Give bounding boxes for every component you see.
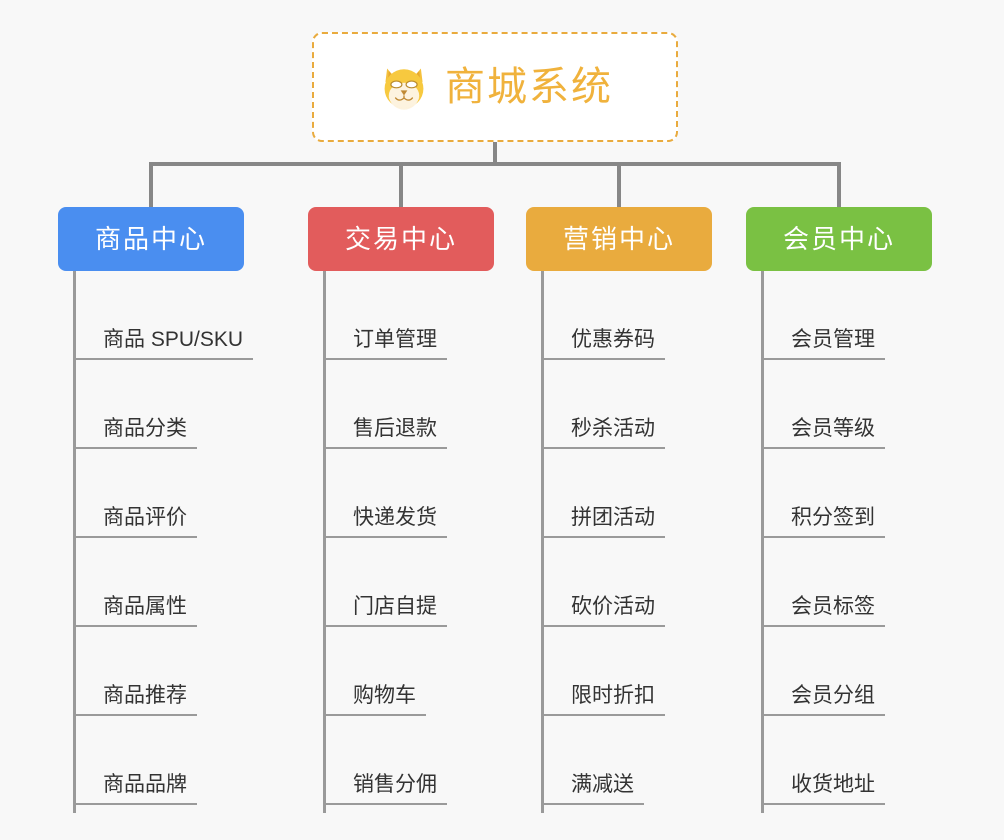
leaf-spine-1 <box>73 271 76 813</box>
category-node-2[interactable]: 交易中心 <box>308 207 494 271</box>
category-label-2: 交易中心 <box>344 224 457 254</box>
leaf-item[interactable]: 商品属性 <box>73 538 323 627</box>
leaf-item[interactable]: 会员标签 <box>761 538 1004 627</box>
leaf-label: 收货地址 <box>785 772 885 805</box>
leaf-item[interactable]: 商品评价 <box>73 449 323 538</box>
leaf-label: 购物车 <box>347 683 426 716</box>
leaf-label: 优惠券码 <box>565 327 665 360</box>
leaf-label: 商品推荐 <box>97 683 197 716</box>
leaf-column-4: 会员管理 会员等级 积分签到 会员标签 会员分组 收货地址 <box>761 271 1004 813</box>
leaf-label: 拼团活动 <box>565 505 665 538</box>
leaf-item[interactable]: 满减送 <box>541 716 791 805</box>
leaf-spine-2 <box>323 271 326 813</box>
leaf-label: 砍价活动 <box>565 594 665 627</box>
leaf-label: 会员分组 <box>785 683 885 716</box>
leaf-item[interactable]: 秒杀活动 <box>541 360 791 449</box>
category-label-4: 会员中心 <box>782 224 895 254</box>
leaf-item[interactable]: 商品分类 <box>73 360 323 449</box>
leaf-label: 商品属性 <box>97 594 197 627</box>
leaf-label: 商品 SPU/SKU <box>97 327 254 360</box>
leaf-label: 会员标签 <box>785 594 885 627</box>
leaf-label: 快递发货 <box>347 505 447 538</box>
leaf-item[interactable]: 销售分佣 <box>323 716 573 805</box>
leaf-label: 会员管理 <box>785 327 885 360</box>
leaf-item[interactable]: 售后退款 <box>323 360 573 449</box>
leaf-spine-4 <box>761 271 764 813</box>
leaf-column-3: 优惠券码 秒杀活动 拼团活动 砍价活动 限时折扣 满减送 <box>541 271 791 813</box>
leaf-label: 商品品牌 <box>97 772 197 805</box>
leaf-label: 订单管理 <box>347 327 447 360</box>
leaf-label: 门店自提 <box>347 594 447 627</box>
leaf-item[interactable]: 积分签到 <box>761 449 1004 538</box>
connector-root-stem <box>493 142 497 166</box>
connector-drop-1 <box>149 162 153 207</box>
leaf-spine-3 <box>541 271 544 813</box>
leaf-item[interactable]: 会员管理 <box>761 271 1004 360</box>
category-node-3[interactable]: 营销中心 <box>526 207 712 271</box>
leaf-item[interactable]: 收货地址 <box>761 716 1004 805</box>
leaf-item[interactable]: 订单管理 <box>323 271 573 360</box>
leaf-item[interactable]: 门店自提 <box>323 538 573 627</box>
dog-face-icon <box>384 68 424 110</box>
root-title: 商城系统 <box>445 65 613 109</box>
leaf-label: 秒杀活动 <box>565 416 665 449</box>
leaf-column-1: 商品 SPU/SKU 商品分类 商品评价 商品属性 商品推荐 商品品牌 <box>73 271 323 813</box>
leaf-item[interactable]: 会员分组 <box>761 627 1004 716</box>
leaf-item[interactable]: 商品品牌 <box>73 716 323 805</box>
leaf-item[interactable]: 砍价活动 <box>541 538 791 627</box>
leaf-label: 商品分类 <box>97 416 197 449</box>
category-node-4[interactable]: 会员中心 <box>746 207 932 271</box>
leaf-label: 限时折扣 <box>565 683 665 716</box>
leaf-item[interactable]: 快递发货 <box>323 449 573 538</box>
leaf-item[interactable]: 会员等级 <box>761 360 1004 449</box>
leaf-label: 销售分佣 <box>347 772 447 805</box>
leaf-item[interactable]: 优惠券码 <box>541 271 791 360</box>
leaf-label: 满减送 <box>565 772 644 805</box>
leaf-column-2: 订单管理 售后退款 快递发货 门店自提 购物车 销售分佣 <box>323 271 573 813</box>
leaf-item[interactable]: 拼团活动 <box>541 449 791 538</box>
connector-drop-2 <box>399 162 403 207</box>
category-label-3: 营销中心 <box>562 224 675 254</box>
category-node-1[interactable]: 商品中心 <box>58 207 244 271</box>
leaf-label: 积分签到 <box>785 505 885 538</box>
connector-drop-3 <box>617 162 621 207</box>
leaf-item[interactable]: 购物车 <box>323 627 573 716</box>
leaf-item[interactable]: 商品推荐 <box>73 627 323 716</box>
connector-drop-4 <box>837 162 841 207</box>
root-node[interactable]: 商城系统 <box>312 32 678 142</box>
leaf-label: 售后退款 <box>347 416 447 449</box>
leaf-label: 商品评价 <box>97 505 197 538</box>
leaf-label: 会员等级 <box>785 416 885 449</box>
category-label-1: 商品中心 <box>94 224 207 254</box>
leaf-item[interactable]: 限时折扣 <box>541 627 791 716</box>
connector-horizontal-bus <box>149 162 841 166</box>
leaf-item[interactable]: 商品 SPU/SKU <box>73 271 323 360</box>
